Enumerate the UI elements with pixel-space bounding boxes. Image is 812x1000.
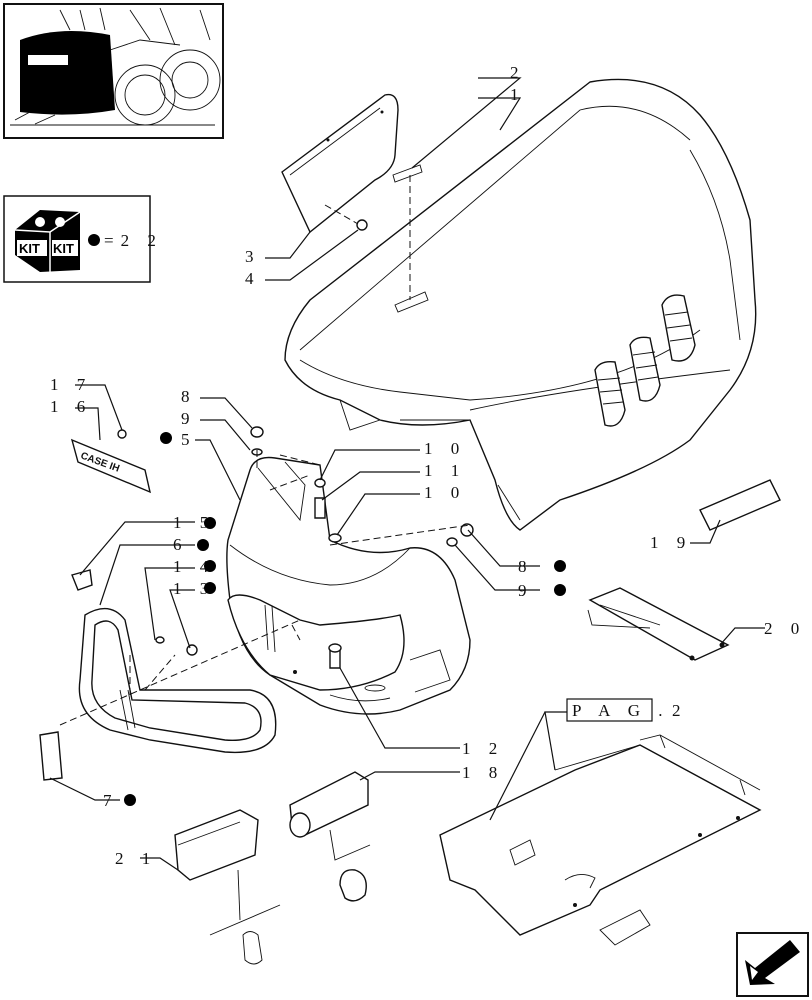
- label-15: 1 5: [173, 513, 215, 532]
- bullet-dot-icon: [204, 582, 216, 594]
- side-panel-part[interactable]: [281, 93, 399, 234]
- label-19: 1 9: [650, 533, 692, 552]
- bullet-dot-icon: [197, 539, 209, 551]
- label-9-top: 9: [181, 409, 197, 428]
- bullet-dot-icon: [554, 584, 566, 596]
- callout-labels: 2 1 3 4 1 7 1 6 8 9 5 1 0 1 1 1 0 1 5 6 …: [50, 63, 806, 868]
- label-8-top: 8: [181, 387, 197, 406]
- label-11: 1 1: [424, 461, 466, 480]
- logo-badge-part[interactable]: CASE IH: [70, 438, 151, 494]
- pag-text: P A G .: [572, 701, 670, 720]
- label-3: 3: [245, 247, 261, 266]
- small-fasteners[interactable]: [71, 426, 474, 669]
- label-10-bottom: 1 0: [424, 483, 466, 502]
- bracket-part-20[interactable]: [587, 587, 730, 661]
- label-14: 1 4: [173, 557, 215, 576]
- hood-part[interactable]: [284, 78, 757, 531]
- label-21: 2 1: [115, 849, 157, 868]
- label-8-right: 8: [518, 557, 534, 576]
- label-2: 2: [510, 63, 526, 82]
- kit-box-icon: KIT KIT: [14, 210, 81, 272]
- bullet-dot-icon: [204, 517, 216, 529]
- bumper-part[interactable]: [78, 607, 277, 754]
- thumbnail-tractor-icon[interactable]: [3, 3, 224, 139]
- label-9-right: 9: [518, 581, 534, 600]
- bullet-dot-icon: [88, 234, 100, 246]
- bullet-dot-icon: [160, 432, 172, 444]
- label-1: 1: [510, 85, 526, 104]
- leader-lines: [49, 77, 765, 871]
- label-18: 1 8: [462, 763, 504, 782]
- kit-text-2: KIT: [53, 241, 74, 256]
- bullet-dot-icon: [204, 560, 216, 572]
- label-16: 1 6: [50, 397, 92, 416]
- profile-part-21[interactable]: [174, 809, 281, 965]
- label-13: 1 3: [173, 579, 215, 598]
- label-20: 2 0: [764, 619, 806, 638]
- front-grille-part[interactable]: [226, 456, 471, 715]
- kit-equals-label: =2 2: [104, 231, 163, 250]
- label-4: 4: [245, 269, 261, 288]
- label-10-top: 1 0: [424, 439, 466, 458]
- strip-part-19[interactable]: [699, 479, 781, 531]
- label-17: 1 7: [50, 375, 92, 394]
- label-7: 7: [103, 791, 119, 810]
- bullet-dot-icon: [554, 560, 566, 572]
- profile-part-18[interactable]: [289, 771, 371, 902]
- label-6: 6: [173, 535, 189, 554]
- label-12: 1 2: [462, 739, 504, 758]
- pag-number: 2: [672, 701, 688, 720]
- kit-text-1: KIT: [19, 241, 40, 256]
- pad-part-7[interactable]: [39, 731, 63, 781]
- pag-reference[interactable]: P A G . 2: [489, 698, 688, 821]
- kit-legend: KIT KIT =2 2: [3, 195, 163, 283]
- next-page-arrow-icon[interactable]: [736, 932, 809, 997]
- bullet-dot-icon: [124, 794, 136, 806]
- reference-lines: [59, 450, 471, 726]
- hood-vent-grille: [594, 294, 696, 427]
- label-5: 5: [181, 430, 197, 449]
- pag-assembly-part[interactable]: [439, 734, 762, 946]
